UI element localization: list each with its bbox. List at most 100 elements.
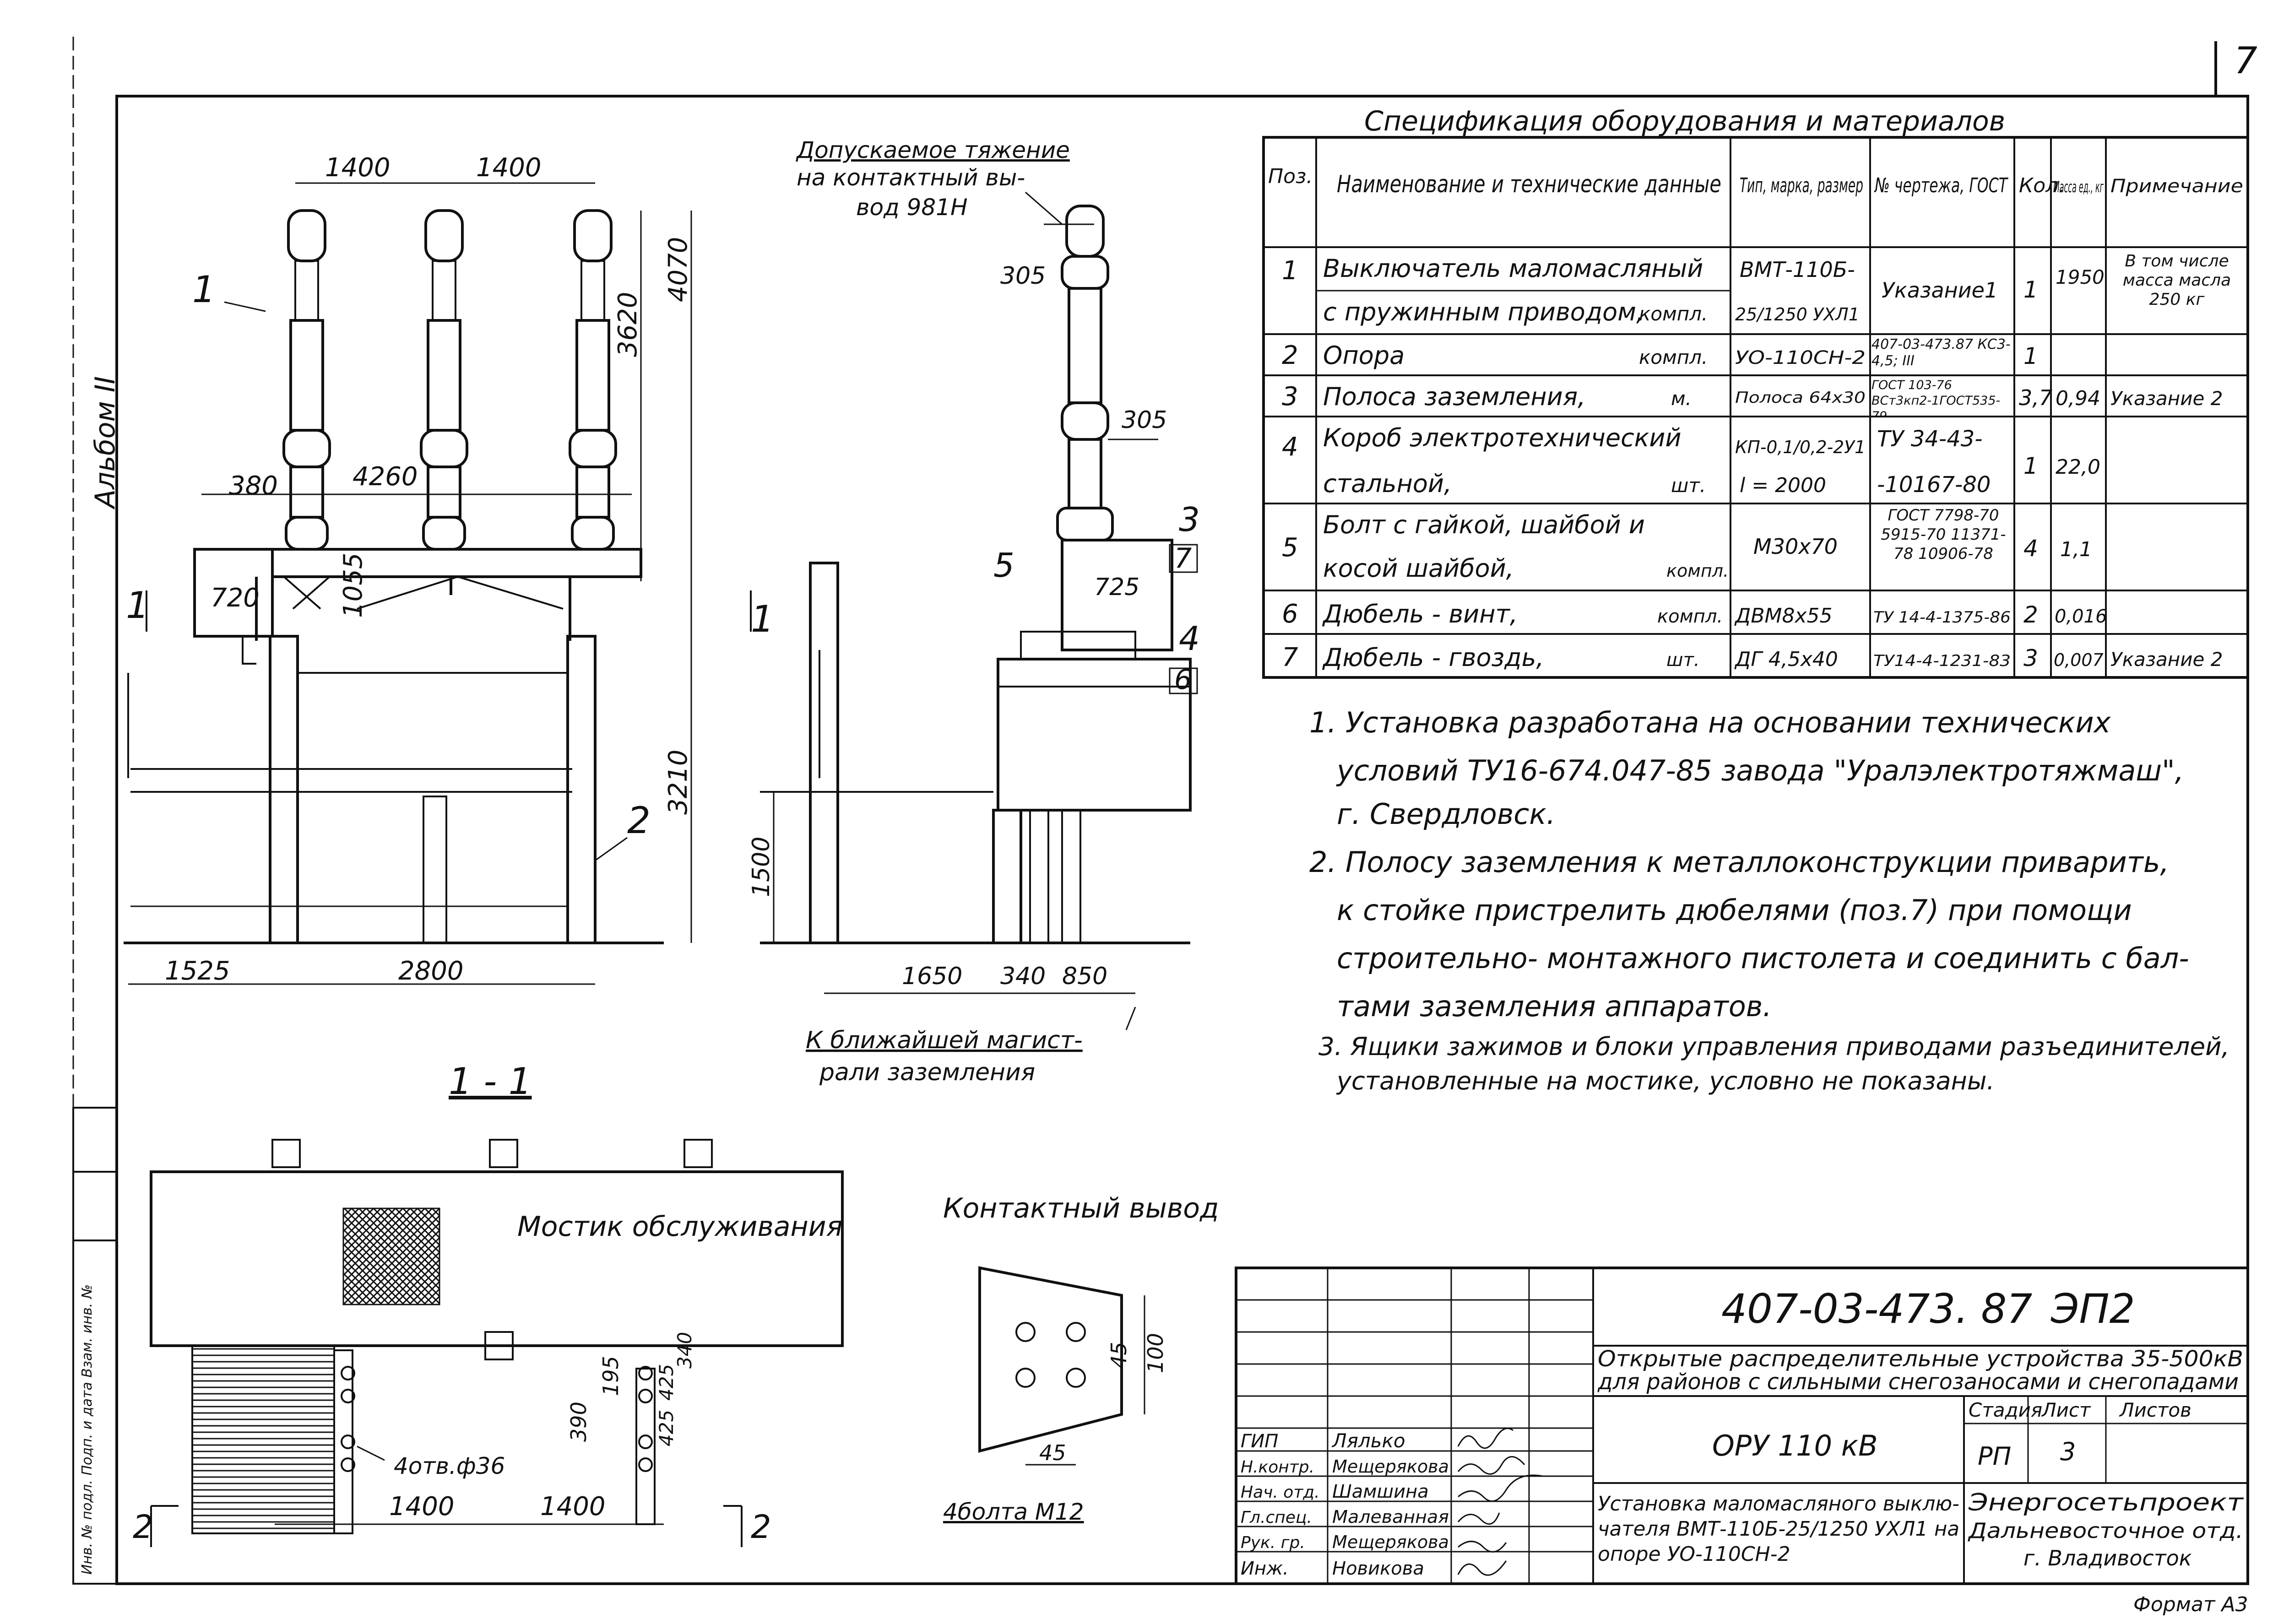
header-name: Наименование и технические данные: [1337, 171, 1721, 198]
svg-text:Указание 2: Указание 2: [2110, 648, 2223, 671]
svg-text:5: 5: [1282, 533, 1298, 563]
dim-1650: 1650: [902, 963, 962, 990]
section-view: 1 - 1 Мостик обслуживания 4отв.ф36 14: [133, 1060, 844, 1547]
description-line: чателя ВМТ-110Б-25/1250 УХЛ1 на: [1598, 1517, 1959, 1541]
dim-425: 425: [655, 1410, 678, 1446]
staff-role: Инж.: [1241, 1558, 1289, 1579]
svg-text:0,016: 0,016: [2055, 606, 2107, 627]
svg-text:Указание1: Указание1: [1882, 278, 1998, 303]
svg-text:ДВМ8х55: ДВМ8х55: [1734, 604, 1833, 628]
svg-text:Указание 2: Указание 2: [2110, 387, 2223, 410]
svg-text:КП-0,1/0,2-2У1: КП-0,1/0,2-2У1: [1735, 437, 1866, 457]
dim-1400: 1400: [540, 1492, 606, 1521]
dim-340: 340: [673, 1332, 696, 1369]
drive-mechanism: [1061, 539, 1173, 651]
dim-195: 195: [598, 1356, 623, 1396]
front-view: 1400 1400 3620 4070 3210 4260 380 720 10…: [124, 153, 693, 986]
breaker-frame-beam: [271, 548, 642, 578]
svg-text:стальной,: стальной,: [1323, 469, 1452, 498]
svg-text:м.: м.: [1671, 387, 1692, 410]
ground-note-line: К ближайшей магист-: [806, 1027, 1083, 1054]
project-title-line: для районов с сильными снегозаносами и с…: [1597, 1369, 2239, 1395]
signatures: [1457, 1428, 1543, 1576]
section-marker: 1: [751, 598, 774, 640]
staff-role: Н.контр.: [1241, 1458, 1314, 1477]
spec-row: 3 Полоса заземления, м. Полоса 64х30 ГОС…: [1282, 378, 2223, 417]
svg-text:компл.: компл.: [1639, 303, 1708, 325]
title-block: 407-03-473. 87 ЭП2 Открытые распределите…: [1235, 1267, 2249, 1616]
spec-row: 7 Дюбель - гвоздь, шт. ДГ 4,5х40 ТУ14-4-…: [1282, 643, 2223, 672]
dim-4260: 4260: [353, 462, 418, 492]
staff-role: Рук. гр.: [1241, 1533, 1305, 1552]
svg-text:1,1: 1,1: [2060, 538, 2092, 561]
note-line: 1. Установка разработана на основании те…: [1309, 706, 2111, 739]
callout-5: 5: [993, 546, 1014, 585]
staff-name: Лялько: [1331, 1429, 1405, 1452]
stage-value: РП: [1978, 1442, 2011, 1471]
holes-label: 4отв.ф36: [394, 1453, 505, 1479]
svg-text:Полоса 64х30: Полоса 64х30: [1735, 389, 1866, 407]
grating-panel: [191, 1345, 335, 1534]
svg-text:7: 7: [1282, 643, 1298, 672]
description-line: Установка маломасляного выклю-: [1598, 1492, 1959, 1516]
svg-text:Дюбель - гвоздь,: Дюбель - гвоздь,: [1322, 643, 1544, 672]
dim-1525: 1525: [165, 956, 230, 986]
dim-3210: 3210: [663, 749, 693, 815]
dim-2800: 2800: [398, 956, 464, 986]
svg-text:1: 1: [2023, 453, 2038, 479]
support-post: [566, 635, 597, 944]
spec-row: 6 Дюбель - винт, компл. ДВМ8х55 ТУ 14-4-…: [1282, 599, 2107, 629]
svg-text:0,94: 0,94: [2056, 387, 2100, 410]
svg-text:1: 1: [1282, 256, 1298, 286]
bolts-label: 4болта М12: [943, 1499, 1084, 1525]
svg-text:2: 2: [1282, 341, 1298, 370]
dim-720: 720: [211, 583, 260, 613]
svg-text:шт.: шт.: [1666, 650, 1700, 671]
staff-role: ГИП: [1241, 1431, 1278, 1452]
project-title-line: Открытые распределительные устройства 35…: [1598, 1346, 2243, 1372]
org-line: Дальневосточное отд.: [1968, 1518, 2243, 1543]
description-line: опоре УО-110СН-2: [1598, 1543, 1790, 1566]
side-view: Допускаемое тяжение на контактный вы- во…: [748, 137, 1200, 1086]
callout-3: 3: [1179, 500, 1200, 539]
staff-name: Мещерякова: [1332, 1456, 1449, 1477]
header-mass: Масса ед., кг: [2053, 178, 2104, 196]
staff-name: Мещерякова: [1332, 1532, 1449, 1552]
svg-text:ТУ 14-4-1375-86: ТУ 14-4-1375-86: [1873, 608, 2011, 627]
callout-7: 7: [1174, 542, 1192, 574]
cable-box: [997, 658, 1192, 812]
dim-100: 100: [1143, 1333, 1168, 1373]
note-line: 3. Ящики зажимов и блоки управления прив…: [1318, 1032, 2229, 1061]
spec-row: 2 Опора компл. УО-110СН-2 407-03-473.87 …: [1282, 336, 2038, 370]
header-qty: Кол.: [2019, 174, 2065, 197]
stage-header: Стадия: [1969, 1399, 2042, 1421]
spec-row: 5 Болт с гайкой, шайбой и косой шайбой, …: [1282, 506, 2092, 583]
approval-strip-text: Инв. № подл. Подп. и дата Взам. инв. №: [79, 1284, 95, 1575]
svg-text:4: 4: [2023, 535, 2038, 562]
spec-row: 4 Короб электротехнический стальной, шт.…: [1282, 423, 2100, 498]
spec-title: Спецификация оборудования и материалов: [1364, 105, 2005, 137]
staff-role: Нач. отд.: [1241, 1483, 1320, 1502]
svg-text:компл.: компл.: [1639, 346, 1708, 368]
sheet-value: 3: [2060, 1437, 2076, 1466]
dim-1400: 1400: [476, 153, 542, 183]
svg-text:косой шайбой,: косой шайбой,: [1323, 554, 1514, 583]
support-post: [809, 562, 839, 944]
approval-strip: [72, 1107, 118, 1585]
dim-1055: 1055: [338, 552, 368, 618]
doc-code: 407-03-473. 87: [1721, 1285, 2032, 1332]
svg-text:ТУ 34-43-: ТУ 34-43-: [1877, 426, 1983, 452]
header-pos: Поз.: [1268, 165, 1313, 188]
callout-2: 2: [627, 799, 651, 842]
dim-305: 305: [1000, 262, 1046, 290]
load-note-line: вод 981Н: [856, 194, 968, 221]
note-line: тами заземления аппаратов.: [1337, 990, 1772, 1023]
dim-1400: 1400: [389, 1492, 455, 1521]
svg-text:22,0: 22,0: [2056, 455, 2100, 479]
svg-text:с пружинным приводом,: с пружинным приводом,: [1323, 298, 1644, 326]
svg-text:3,7: 3,7: [2019, 385, 2052, 410]
sheet-header: Лист: [2041, 1399, 2091, 1421]
svg-text:1950: 1950: [2056, 266, 2105, 288]
note-line: 2. Полосу заземления к металлоконструкци…: [1309, 845, 2169, 879]
